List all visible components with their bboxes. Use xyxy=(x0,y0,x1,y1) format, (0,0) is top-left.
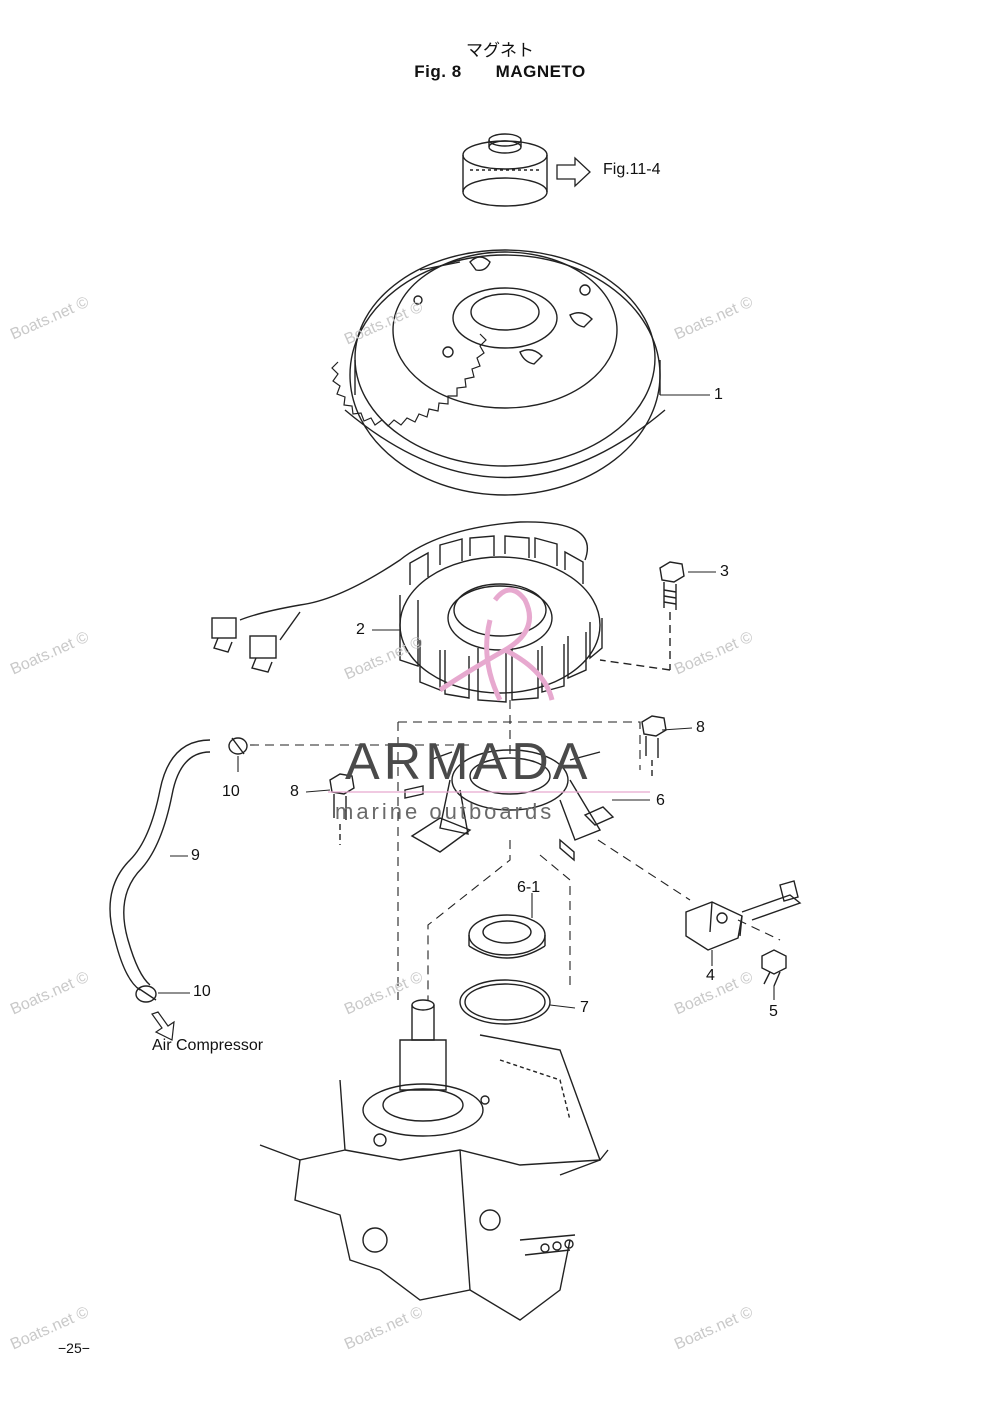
oil-seal-part xyxy=(468,914,546,959)
callout-2: 2 xyxy=(356,621,365,638)
hose-part xyxy=(109,739,211,991)
callout-6: 6 xyxy=(656,792,665,809)
callout-8-left: 8 xyxy=(290,783,299,800)
callout-5: 5 xyxy=(769,1003,778,1020)
engine-block-part xyxy=(259,999,609,1321)
callout-1: 1 xyxy=(714,386,723,403)
figure-name: MAGNETO xyxy=(495,62,586,81)
callout-3: 3 xyxy=(720,563,729,580)
clip-10-bottom-part xyxy=(135,985,157,1003)
fig-ref-label: Fig.11-4 xyxy=(603,161,661,178)
flywheel-part xyxy=(331,249,666,496)
figure-title: Fig. 8 MAGNETO xyxy=(0,62,1000,82)
screw-5-part xyxy=(761,949,787,987)
page-number: −25− xyxy=(58,1340,90,1356)
clip-10-top-part xyxy=(228,737,248,755)
callout-10-bottom: 10 xyxy=(193,983,211,1000)
callout-9: 9 xyxy=(191,847,200,864)
o-ring-part xyxy=(459,979,551,1025)
callout-6-1: 6-1 xyxy=(517,879,541,896)
assembly-guides xyxy=(250,700,781,1000)
bolt-3-part xyxy=(599,561,685,671)
air-compressor-label: Air Compressor xyxy=(152,1037,264,1054)
bolt-8-right-part xyxy=(641,715,667,780)
fig-ref-arrow xyxy=(556,156,591,188)
stator-part xyxy=(211,521,603,703)
callout-4: 4 xyxy=(706,967,715,984)
callout-7: 7 xyxy=(580,999,589,1016)
pulser-coil-part xyxy=(685,880,802,951)
title-japanese: マグネト xyxy=(466,41,534,60)
figure-number: Fig. 8 xyxy=(414,62,462,81)
callout-8-right: 8 xyxy=(696,719,705,736)
callout-10-top: 10 xyxy=(222,783,240,800)
air-compressor-arrow xyxy=(151,1011,175,1041)
armada-logo-mark xyxy=(438,587,555,702)
armada-watermark: ARMADA xyxy=(345,733,592,791)
armada-watermark-subtitle: marine outboards xyxy=(335,799,555,824)
pulley-part xyxy=(462,133,548,207)
leader-lines xyxy=(158,394,775,1009)
